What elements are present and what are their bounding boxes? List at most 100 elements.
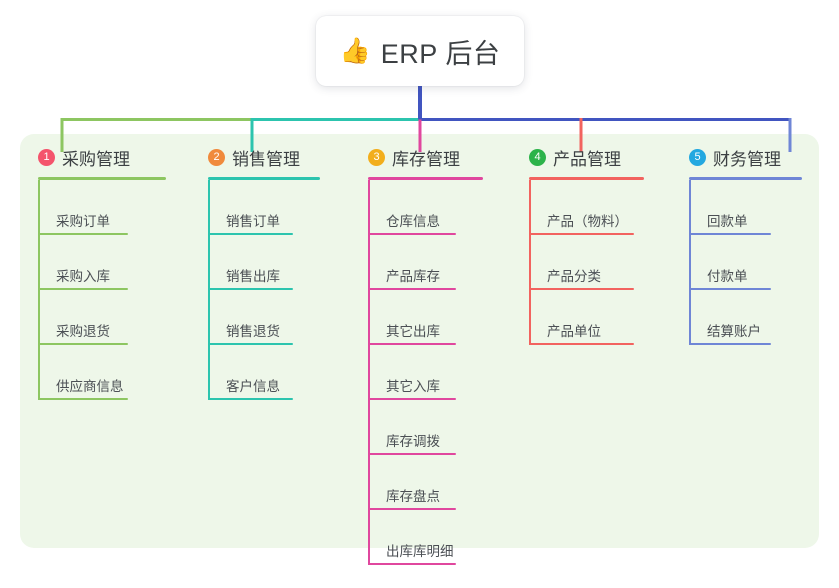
branch-badge-3: 3 [368,148,385,166]
branch-header-rule [689,177,802,180]
branch-header-rule [38,177,166,180]
branch-item-label: 采购入库 [56,269,110,284]
branch-item-label: 产品分类 [547,269,601,284]
branch-item[interactable]: 付款单 [689,235,819,290]
branch-item[interactable]: 采购入库 [38,235,190,290]
branch-header-rule [368,177,483,180]
branch-item[interactable]: 其它入库 [368,345,511,400]
branch-columns: 1 采购管理采购订单采购入库采购退货供应商信息 2 销售管理销售订单销售出库销售退货客… [20,134,819,565]
branch-item-label: 客户信息 [226,379,280,394]
branch-item-label: 产品单位 [547,324,601,339]
branch-header-2[interactable]: 2 销售管理 [190,134,350,180]
branch-items-5: 回款单付款单结算账户 [671,180,819,345]
branch-item[interactable]: 回款单 [689,180,819,235]
branch-header-1[interactable]: 1 采购管理 [20,134,190,180]
branch-title-4: 产品管理 [553,149,621,169]
branch-item-rule [689,343,771,345]
branch-items-4: 产品（物料） 产品分类产品单位 [511,180,671,345]
branch-item-label: 采购退货 [56,324,110,339]
branch-title-5: 财务管理 [713,149,781,169]
branch-item-label: 库存调拨 [386,434,440,449]
branch-item-rule [368,563,456,565]
branch-items-3: 仓库信息产品库存其它出库其它入库库存调拨库存盘点出库库明细 [350,180,511,565]
branch-item-label: 回款单 [707,214,748,229]
branch-header-4[interactable]: 4 产品管理 [511,134,671,180]
branch-item-label: 产品库存 [386,269,440,284]
branch-column-2: 2 销售管理销售订单销售出库销售退货客户信息 [190,134,350,548]
branch-item[interactable]: 仓库信息 [368,180,511,235]
branch-items-1: 采购订单采购入库采购退货供应商信息 [20,180,190,400]
branch-header-5[interactable]: 5 财务管理 [671,134,819,180]
root-node-title: ERP 后台 [380,38,501,69]
branch-item-label: 出库库明细 [386,544,454,559]
branch-item[interactable]: 产品分类 [529,235,671,290]
branch-header-rule [208,177,320,180]
branch-title-2: 销售管理 [232,149,300,169]
branch-spine [368,180,370,565]
branch-item-rule [368,343,456,345]
branch-item[interactable]: 产品（物料） [529,180,671,235]
branch-item-label: 结算账户 [707,324,761,339]
branch-item[interactable]: 产品单位 [529,290,671,345]
branch-item[interactable]: 采购退货 [38,290,190,345]
branch-badge-2: 2 [208,148,225,166]
branch-item-label: 仓库信息 [386,214,440,229]
branch-item[interactable]: 其它出库 [368,290,511,345]
branch-item-rule [368,508,456,510]
branch-header-3[interactable]: 3 库存管理 [350,134,511,180]
branch-header-rule [529,177,644,180]
branch-item-rule [368,233,456,235]
branch-item-rule [368,453,456,455]
branch-item-rule [208,288,293,290]
branch-item[interactable]: 销售退货 [208,290,350,345]
branch-spine [38,180,40,400]
branch-item-rule [208,398,293,400]
branch-item-label: 销售订单 [226,214,280,229]
branch-badge-5: 5 [689,148,706,166]
branch-item[interactable]: 库存盘点 [368,455,511,510]
branch-spine [689,180,691,345]
branch-items-2: 销售订单销售出库销售退货客户信息 [190,180,350,400]
branch-item-rule [38,398,128,400]
branch-column-1: 1 采购管理采购订单采购入库采购退货供应商信息 [20,134,190,548]
branch-item-label: 采购订单 [56,214,110,229]
branch-item[interactable]: 采购订单 [38,180,190,235]
branch-item-rule [689,288,771,290]
branch-column-4: 4 产品管理产品（物料） 产品分类产品单位 [511,134,671,548]
branch-item-rule [529,233,634,235]
branch-item[interactable]: 销售订单 [208,180,350,235]
branch-item[interactable]: 产品库存 [368,235,511,290]
branch-column-5: 5 财务管理回款单付款单结算账户 [671,134,819,548]
branch-panel [20,134,819,548]
branch-item[interactable]: 出库库明细 [368,510,511,565]
thumbs-up-icon: 👍 [339,36,371,65]
branch-item[interactable]: 结算账户 [689,290,819,345]
branch-item-rule [38,343,128,345]
branch-item-label: 供应商信息 [56,379,124,394]
branch-item[interactable]: 库存调拨 [368,400,511,455]
root-node-card[interactable]: 👍 ERP 后台 [316,16,524,86]
branch-item-rule [208,343,293,345]
branch-item-label: 其它出库 [386,324,440,339]
branch-item-label: 产品（物料） [547,214,628,229]
branch-item-rule [208,233,293,235]
branch-badge-4: 4 [529,148,546,166]
branch-title-3: 库存管理 [392,149,460,169]
branch-badge-1: 1 [38,148,55,166]
branch-item[interactable]: 销售出库 [208,235,350,290]
branch-item-rule [529,288,634,290]
branch-spine [208,180,210,400]
branch-item-label: 库存盘点 [386,489,440,504]
branch-item-label: 付款单 [707,269,748,284]
branch-item-label: 销售出库 [226,269,280,284]
branch-item[interactable]: 客户信息 [208,345,350,400]
branch-item[interactable]: 供应商信息 [38,345,190,400]
branch-item-rule [368,288,456,290]
branch-item-label: 其它入库 [386,379,440,394]
branch-title-1: 采购管理 [62,149,130,169]
branch-item-label: 销售退货 [226,324,280,339]
branch-item-rule [368,398,456,400]
branch-column-3: 3 库存管理仓库信息产品库存其它出库其它入库库存调拨库存盘点出库库明细 [350,134,511,565]
branch-item-rule [529,343,634,345]
